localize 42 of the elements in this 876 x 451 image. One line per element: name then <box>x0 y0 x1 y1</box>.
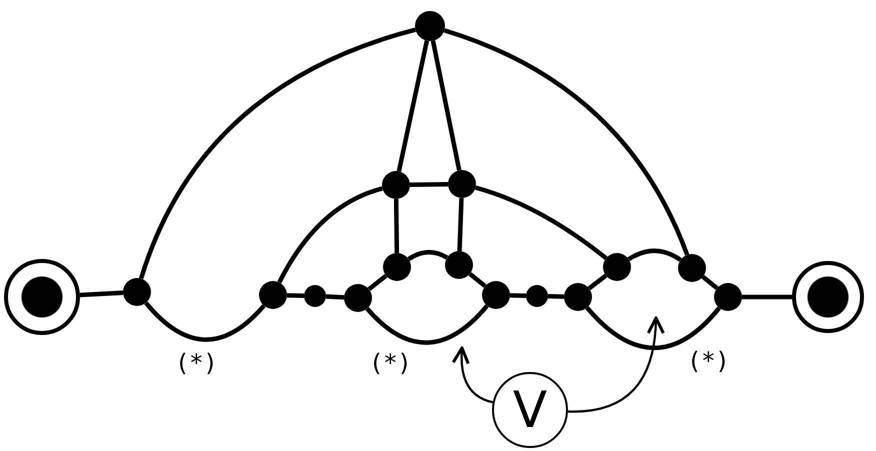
connection-line <box>407 250 448 262</box>
connection-line <box>702 275 718 290</box>
connection-line <box>326 294 344 300</box>
connection-line <box>138 28 416 280</box>
meter-circle: V <box>492 372 568 448</box>
vertex-dot <box>382 171 410 199</box>
vertex-dot <box>259 281 287 309</box>
connection-line <box>80 290 124 298</box>
vertex-dot <box>445 251 473 279</box>
connection-line <box>144 301 266 342</box>
vertex-dot <box>383 253 411 281</box>
connection-line <box>474 185 608 260</box>
vertex-dot <box>482 281 510 309</box>
connection-line <box>368 274 388 292</box>
vertex-dot <box>526 285 548 307</box>
vertex-dot <box>678 254 706 282</box>
connection-line <box>410 182 448 188</box>
connection-line <box>430 40 462 171</box>
vertex-dot <box>448 170 476 198</box>
arrow <box>452 346 494 404</box>
connection-line <box>742 294 792 300</box>
vertex-dot <box>123 278 151 306</box>
vertex-dot <box>714 283 742 311</box>
connection-line <box>366 304 489 345</box>
connection-line <box>548 294 564 299</box>
vertex-dot <box>344 284 372 312</box>
vertex-dot <box>304 285 326 307</box>
arrow <box>568 316 664 413</box>
connection-line <box>394 198 400 254</box>
connection-line <box>585 306 721 350</box>
vertex-dot <box>564 283 592 311</box>
vertex-dot <box>603 253 631 281</box>
connection-line <box>396 40 430 172</box>
connection-line <box>286 293 304 298</box>
connection-line <box>457 198 464 252</box>
connection-line <box>588 274 608 290</box>
connection-line <box>628 248 682 262</box>
connection-line <box>468 272 487 288</box>
vertex-dot <box>415 11 445 41</box>
connection-line <box>510 293 526 298</box>
connection-line <box>277 186 384 284</box>
connection-line <box>444 28 690 256</box>
